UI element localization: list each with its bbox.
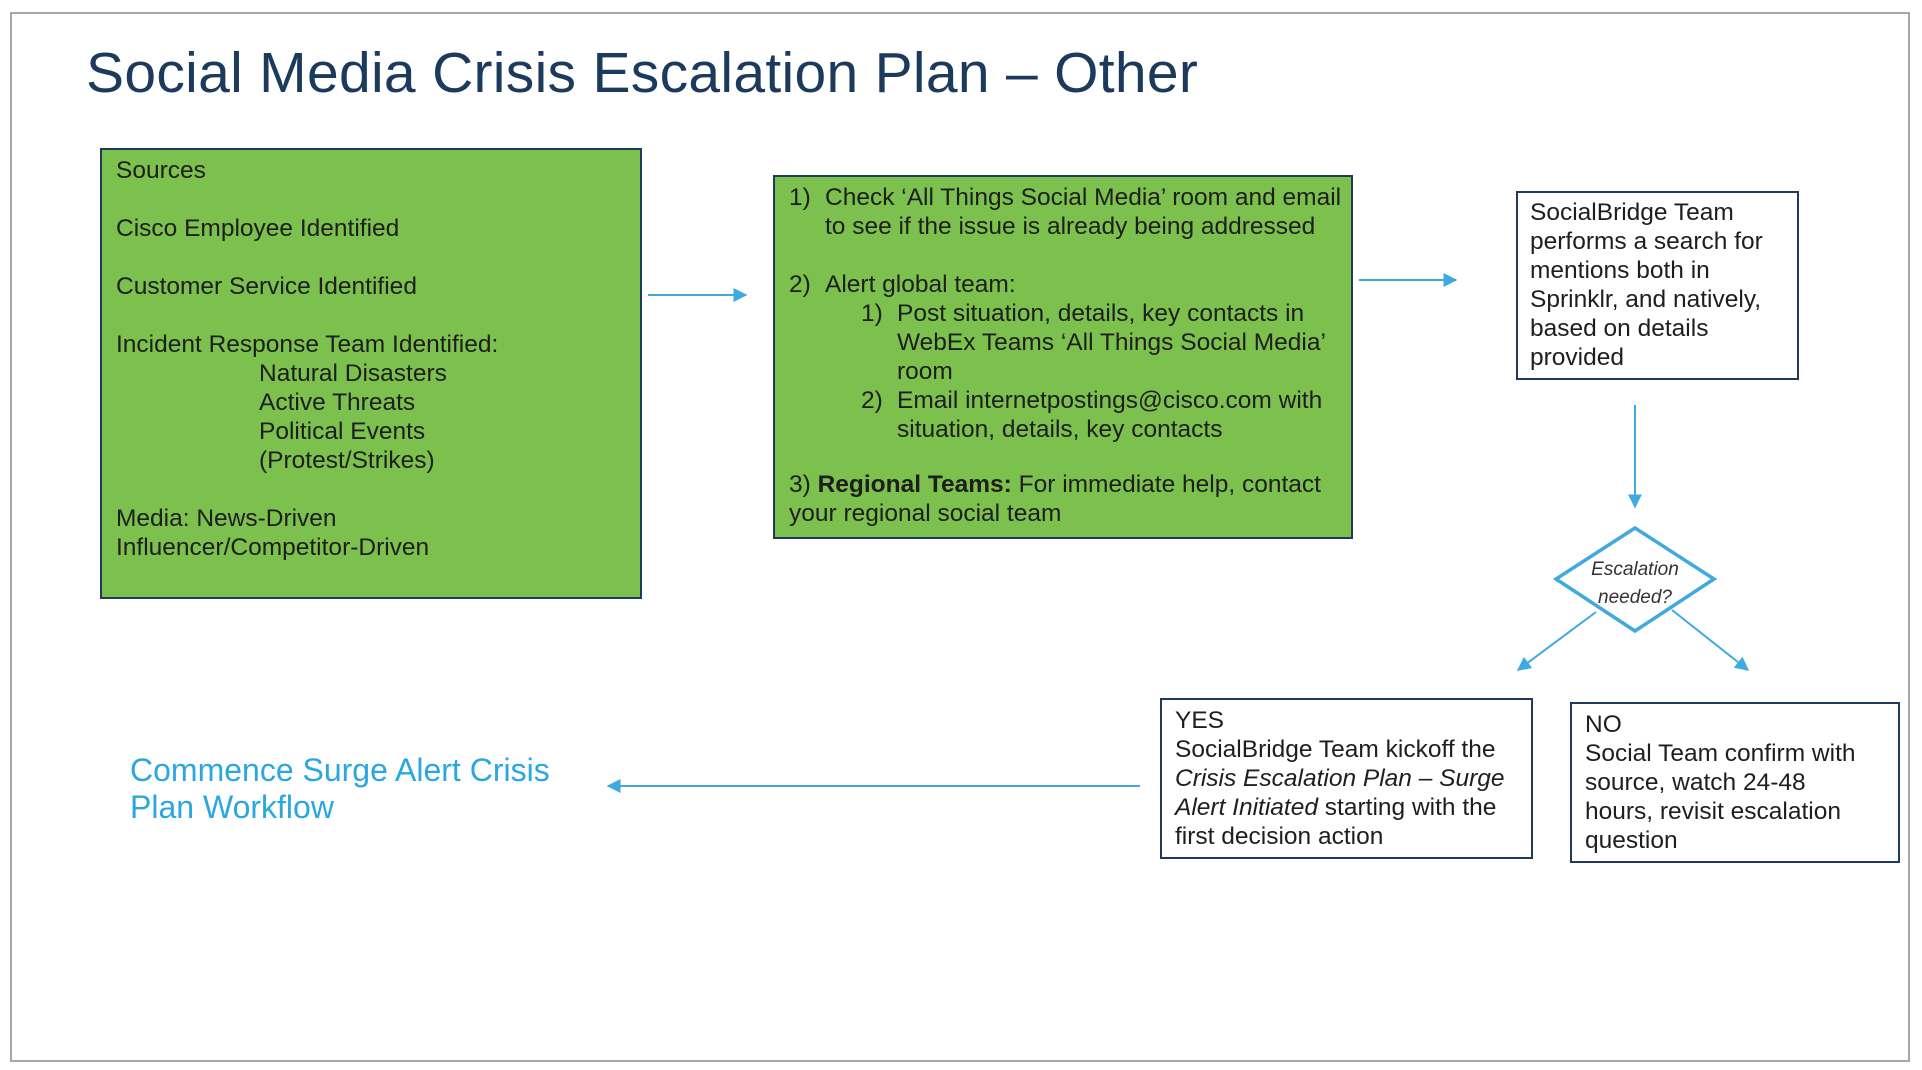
- step-1-text: Check ‘All Things Social Media’ room and…: [825, 184, 1342, 211]
- yes-box: YES SocialBridge Team kickoff the Crisis…: [1160, 698, 1533, 859]
- step-2-text: Alert global team:: [825, 271, 1016, 298]
- sub-2-text: Email internetpostings@cisco.com with: [897, 387, 1323, 414]
- no-box: NO Social Team confirm with source, watc…: [1570, 702, 1900, 863]
- search-line: provided: [1530, 344, 1624, 371]
- yes-line-3-italic: Alert Initiated: [1175, 794, 1318, 821]
- no-line: question: [1585, 827, 1678, 854]
- commence-line-1: Commence Surge Alert Crisis: [130, 752, 550, 788]
- yes-line-3-rest: starting with the: [1318, 794, 1497, 821]
- search-line: based on details: [1530, 315, 1709, 342]
- search-line: mentions both in: [1530, 257, 1710, 284]
- yes-label: YES: [1175, 707, 1225, 734]
- sub-2-number: 2): [861, 387, 883, 414]
- step-2-sub-1-line2: WebEx Teams ‘All Things Social Media’: [789, 328, 1337, 357]
- step-3-number: 3): [789, 471, 818, 498]
- decision-label: Escalation needed?: [1562, 556, 1708, 612]
- search-line: SocialBridge Team: [1530, 199, 1734, 226]
- incident-natural-disasters: Natural Disasters: [259, 360, 447, 387]
- search-line: Sprinklr, and natively,: [1530, 286, 1762, 313]
- steps-box: 1) Check ‘All Things Social Media’ room …: [773, 175, 1353, 539]
- step-2-number: 2): [789, 271, 811, 298]
- slide-title: Social Media Crisis Escalation Plan – Ot…: [86, 41, 1199, 105]
- incident-political-events: Political Events: [259, 418, 426, 445]
- search-line: performs a search for: [1530, 228, 1763, 255]
- no-line: Social Team confirm with: [1585, 740, 1856, 767]
- decision-line-2: needed?: [1598, 587, 1672, 608]
- source-influencer: Influencer/Competitor-Driven: [116, 534, 430, 561]
- yes-line-3: Alert Initiated starting with the: [1175, 793, 1518, 822]
- step-3-label: Regional Teams:: [817, 471, 1012, 498]
- search-box: SocialBridge Team performs a search for …: [1516, 191, 1799, 380]
- no-line: hours, revisit escalation: [1585, 798, 1842, 825]
- sources-heading: Sources: [116, 157, 206, 184]
- decision-line-1: Escalation: [1591, 559, 1679, 580]
- arrow-decision-to-yes: [1516, 611, 1597, 671]
- incident-active-threats: Active Threats: [259, 389, 416, 416]
- step-1-continued: to see if the issue is already being add…: [789, 212, 1337, 241]
- step-2: 2) Alert global team:: [789, 270, 1337, 299]
- step-2-sub-1: 1) Post situation, details, key contacts…: [789, 299, 1337, 328]
- source-incident-response: Incident Response Team Identified:: [116, 331, 499, 358]
- sub-1-text-line3: room: [897, 358, 953, 385]
- source-customer-service: Customer Service Identified: [116, 273, 417, 300]
- no-label: NO: [1585, 711, 1622, 738]
- yes-line-2: Crisis Escalation Plan – Surge: [1175, 765, 1505, 792]
- incident-protest-strikes: (Protest/Strikes): [259, 447, 435, 474]
- step-2-sub-2: 2) Email internetpostings@cisco.com with: [789, 386, 1337, 415]
- sub-1-text-line2: WebEx Teams ‘All Things Social Media’: [897, 329, 1326, 356]
- sub-2-text-line2: situation, details, key contacts: [897, 416, 1223, 443]
- step-3: 3) Regional Teams: For immediate help, c…: [789, 470, 1337, 499]
- step-2-sub-2-line2: situation, details, key contacts: [789, 415, 1337, 444]
- step-3-line2: your regional social team: [789, 500, 1062, 527]
- source-employee: Cisco Employee Identified: [116, 215, 400, 242]
- source-media-news: Media: News-Driven: [116, 505, 337, 532]
- commence-line-2: Plan Workflow: [130, 789, 334, 825]
- yes-line-1: SocialBridge Team kickoff the: [1175, 736, 1496, 763]
- decision-diamond: [1552, 525, 1718, 634]
- step-2-sub-1-line3: room: [789, 357, 1337, 386]
- step-3-text: For immediate help, contact: [1011, 471, 1321, 498]
- step-1-text-line2: to see if the issue is already being add…: [825, 213, 1316, 240]
- step-1: 1) Check ‘All Things Social Media’ room …: [789, 183, 1341, 212]
- sources-box: Sources Cisco Employee Identified Custom…: [100, 148, 642, 599]
- sub-1-number: 1): [861, 300, 883, 327]
- commence-surge-alert-link[interactable]: Commence Surge Alert Crisis Plan Workflo…: [130, 752, 550, 826]
- no-line: source, watch 24-48: [1585, 769, 1806, 796]
- sub-1-text: Post situation, details, key contacts in: [897, 300, 1305, 327]
- yes-line-4: first decision action: [1175, 823, 1384, 850]
- step-1-number: 1): [789, 184, 811, 211]
- arrow-decision-to-no: [1671, 609, 1750, 671]
